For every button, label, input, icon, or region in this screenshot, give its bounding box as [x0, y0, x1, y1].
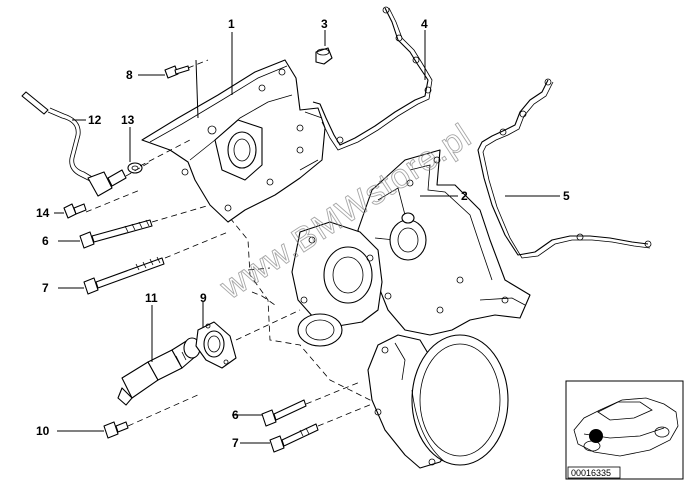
- callout-6-left: 6: [42, 234, 49, 248]
- crankshaft-housing: [367, 334, 509, 469]
- sensor-cable: [21, 91, 127, 197]
- timing-case-dashed-outline: [229, 217, 451, 446]
- sealing-ring: [127, 162, 143, 174]
- callout-9: 9: [200, 291, 207, 305]
- callout-5: 5: [563, 189, 570, 203]
- callout-4: 4: [421, 17, 428, 31]
- callout-2: 2: [461, 189, 468, 203]
- assembly-lines: [85, 59, 373, 427]
- callout-11: 11: [145, 291, 158, 305]
- upper-cover-gasket: [312, 6, 433, 151]
- bolt-7-lower: [269, 423, 319, 453]
- callout-13: 13: [121, 113, 135, 127]
- bolt-6-lower: [261, 399, 307, 427]
- callout-8: 8: [126, 68, 133, 82]
- flange-seal: [195, 321, 237, 369]
- bolt-14: [63, 203, 87, 219]
- callout-10: 10: [36, 424, 50, 438]
- bolt-10: [103, 421, 129, 439]
- vanos-solenoid: [117, 337, 201, 406]
- callout-6-lower: 6: [232, 408, 239, 422]
- callout-labels: 1 2 3 4 5 6 7 6 7 8 9 10 11 12 13 14: [36, 17, 570, 450]
- plug: [315, 47, 333, 65]
- vehicle-locator-thumbnail: 00016335: [565, 380, 684, 480]
- bolt-7-left: [83, 256, 165, 295]
- leader-lines: [54, 30, 560, 444]
- callout-7-lower: 7: [232, 436, 239, 450]
- callout-3: 3: [321, 17, 328, 31]
- bolt-6-left: [79, 219, 153, 249]
- reference-number: 00016335: [571, 468, 611, 478]
- location-marker: [589, 429, 603, 443]
- lower-cover-gasket: [477, 78, 652, 259]
- callout-14: 14: [36, 206, 50, 220]
- callout-1: 1: [228, 17, 235, 31]
- callout-12: 12: [88, 113, 102, 127]
- timing-case-middle: [291, 221, 383, 347]
- upper-timing-case-cover: [141, 59, 326, 223]
- callout-7-left: 7: [42, 281, 49, 295]
- bolt-8: [164, 65, 190, 79]
